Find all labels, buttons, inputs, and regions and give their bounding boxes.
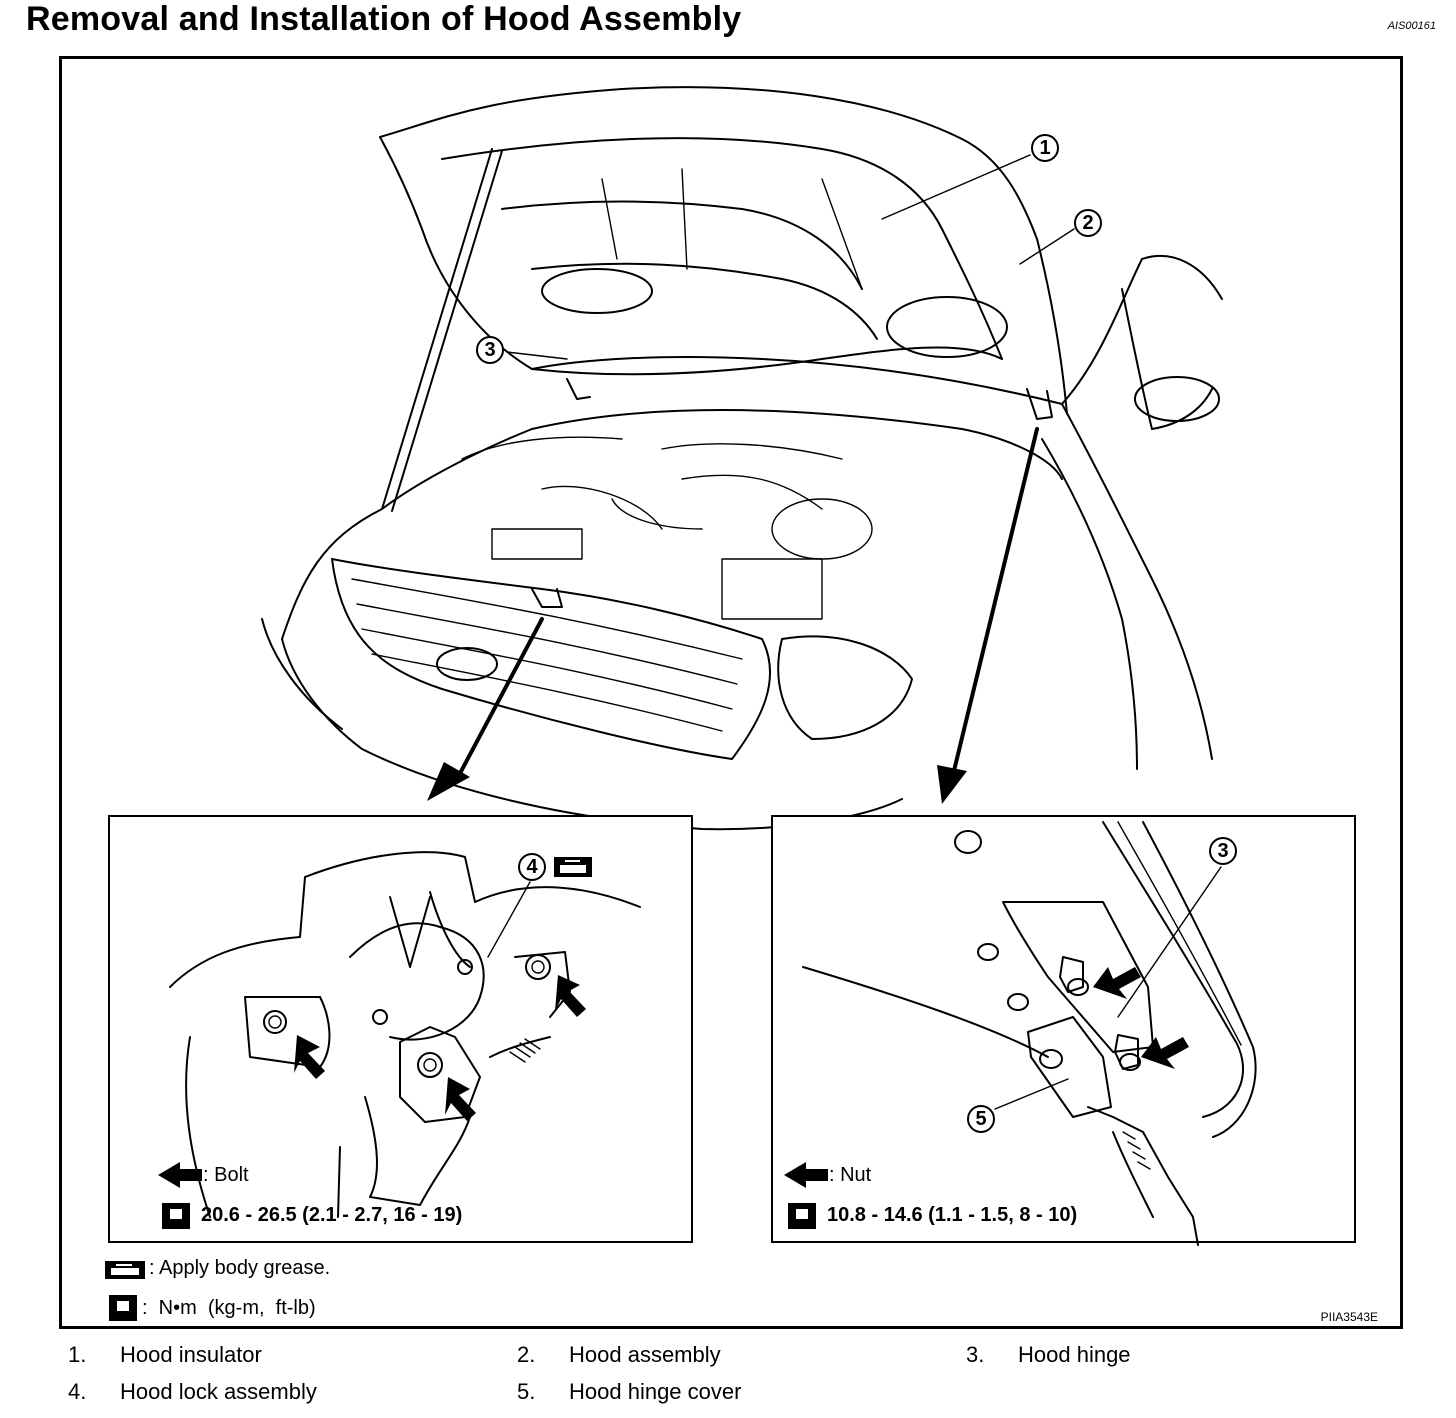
callout-3-detail: 3 — [1209, 837, 1237, 865]
torque-icon — [788, 1203, 816, 1229]
svg-text:3: 3 — [1217, 840, 1228, 862]
callout-3-main: 3 — [476, 336, 504, 364]
page-title: Removal and Installation of Hood Assembl… — [26, 0, 742, 38]
torque-icon — [109, 1295, 137, 1321]
grease-icon — [105, 1261, 145, 1279]
torque-icon — [162, 1203, 190, 1229]
svg-text:2: 2 — [1082, 212, 1093, 234]
figure-code: PIIA3543E — [1320, 1310, 1378, 1324]
nut-label: : Nut — [829, 1164, 872, 1186]
torque-units-legend: : N•m (kg-m, ft-lb) — [142, 1297, 316, 1319]
callout-2: 2 — [1074, 209, 1102, 237]
car-hood-illustration: 1 2 3 — [261, 86, 1223, 831]
callout-1: 1 — [1031, 134, 1059, 162]
hood-hinge-illustration: 3 5 — [784, 821, 1257, 1246]
svg-text:1: 1 — [1039, 137, 1050, 159]
grease-legend: : Apply body grease. — [149, 1257, 331, 1279]
hood-lock-detail: 4 : Bolt 20.6 - 26.5 (2.1 - 2.7, 16 - 19… — [108, 815, 693, 1243]
bolt-arrow-left — [294, 1035, 325, 1079]
bolt-legend-arrow-icon — [158, 1162, 202, 1188]
reference-code: AIS00161 — [1387, 20, 1436, 32]
callout-4: 4 — [518, 853, 546, 881]
bolt-arrow-bottom — [445, 1077, 476, 1121]
hood-hinge-detail: 3 5 : Nut 10.8 - 14.6 (1.1 - 1.5, 8 - 10… — [771, 815, 1356, 1246]
svg-text:4: 4 — [526, 856, 538, 878]
bolt-torque-value: 20.6 - 26.5 (2.1 - 2.7, 16 - 19) — [201, 1204, 463, 1226]
nut-legend-arrow-icon — [784, 1162, 828, 1188]
nut-torque-value: 10.8 - 14.6 (1.1 - 1.5, 8 - 10) — [827, 1204, 1078, 1226]
svg-text:3: 3 — [484, 339, 495, 361]
nut-arrow-lower — [1141, 1037, 1189, 1069]
main-illustration-frame: 1 2 3 — [59, 56, 1403, 1329]
nut-arrow-upper — [1093, 967, 1141, 999]
svg-text:5: 5 — [975, 1108, 986, 1130]
hood-lock-illustration: 4 — [158, 851, 641, 1229]
grease-icon — [554, 857, 592, 877]
bolt-arrow-right — [555, 975, 586, 1017]
legend-icons — [105, 1261, 145, 1321]
bolt-label: : Bolt — [203, 1164, 249, 1186]
callout-5: 5 — [967, 1105, 995, 1133]
